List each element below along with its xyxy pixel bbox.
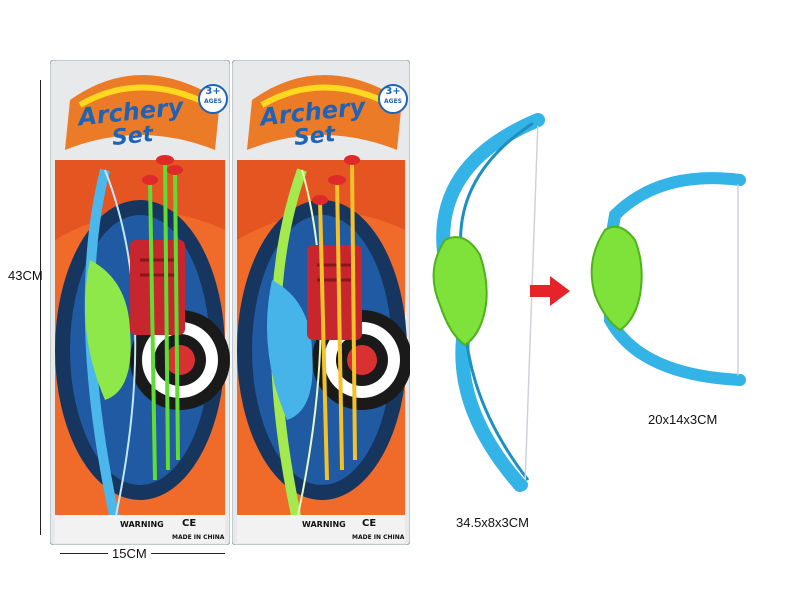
small-bow-dimensions: 20x14x3CM bbox=[648, 412, 718, 427]
transform-arrow-icon bbox=[530, 276, 570, 306]
age-badge-ages: AGES bbox=[384, 98, 402, 105]
package-card-blue-bow: Archery Set 3+ AGES WARNING CE MADE IN C… bbox=[232, 60, 410, 545]
made-in-label: MADE IN CHINA bbox=[172, 534, 225, 541]
package-card-art bbox=[50, 60, 230, 545]
warning-label: WARNING bbox=[302, 520, 346, 529]
package-card-green-bow: Archery Set 3+ AGES WARNING CE MADE IN C… bbox=[50, 60, 230, 545]
package-card-art bbox=[232, 60, 410, 545]
small-bow-image bbox=[590, 172, 746, 386]
age-badge-number: 3+ bbox=[205, 86, 221, 97]
age-badge: 3+ AGES bbox=[198, 84, 228, 114]
made-in-label: MADE IN CHINA bbox=[352, 534, 405, 541]
height-dimension-line bbox=[40, 80, 41, 535]
age-badge-number: 3+ bbox=[385, 86, 401, 97]
large-bow-dimensions: 34.5x8x3CM bbox=[456, 515, 529, 530]
package-subtitle: Set bbox=[110, 121, 155, 152]
age-badge: 3+ AGES bbox=[378, 84, 408, 114]
height-label: 43CM bbox=[8, 268, 43, 283]
large-bow-image bbox=[432, 113, 545, 492]
width-label: 15CM bbox=[108, 546, 151, 561]
package-subtitle: Set bbox=[292, 121, 337, 152]
warning-label: WARNING bbox=[120, 520, 164, 529]
ce-mark: CE bbox=[362, 518, 377, 529]
ce-mark: CE bbox=[182, 518, 197, 529]
age-badge-ages: AGES bbox=[204, 98, 222, 105]
